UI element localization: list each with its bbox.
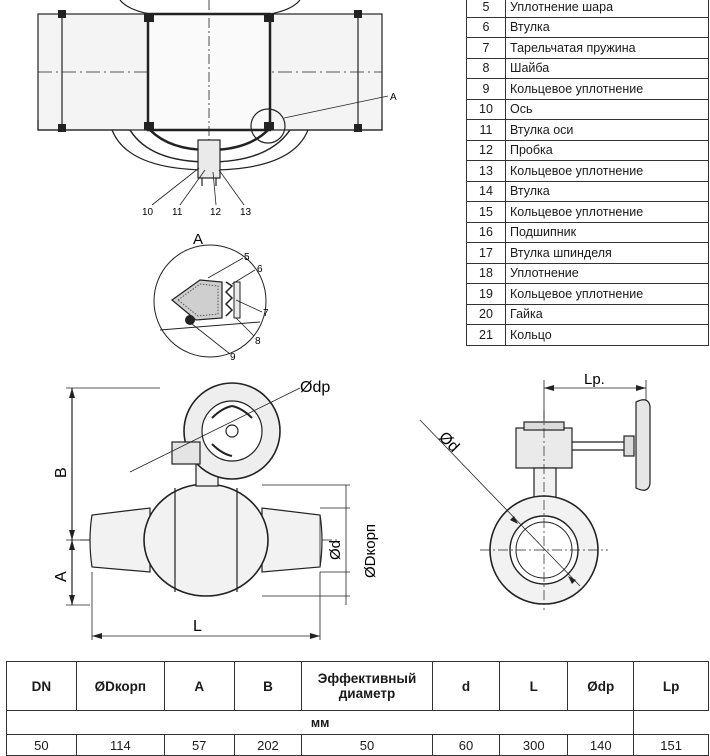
- dims-data-cell: 50: [301, 734, 433, 756]
- dim-A-label: A: [53, 571, 70, 582]
- part-number: 20: [466, 303, 506, 325]
- part-name: Уплотнение шара: [505, 0, 709, 18]
- part-number: 11: [466, 119, 506, 141]
- part-name: Кольцо: [505, 324, 709, 346]
- dim-d-side-label: Ød: [435, 429, 462, 456]
- dims-data-cell: 114: [75, 734, 165, 756]
- dims-data-cell: 50: [6, 734, 77, 756]
- part-number: 9: [466, 78, 506, 100]
- dims-header-cell: DN: [6, 661, 77, 711]
- part-number: 19: [466, 283, 506, 305]
- part-number: 12: [466, 139, 506, 161]
- part-name: Гайка: [505, 303, 709, 325]
- dims-header-cell: A: [163, 661, 235, 711]
- part-number: 14: [466, 180, 506, 202]
- part-number: 5: [466, 0, 506, 18]
- dims-data-cell: 60: [431, 734, 501, 756]
- dim-Dkorp-label: ØDкорп: [362, 524, 379, 578]
- dim-B-label: B: [53, 467, 70, 478]
- callout-12: 12: [210, 207, 222, 218]
- part-name: Пробка: [505, 139, 709, 161]
- part-name: Кольцевое уплотнение: [505, 160, 709, 182]
- part-number: 16: [466, 221, 506, 243]
- part-number: 21: [466, 324, 506, 346]
- part-number: 7: [466, 37, 506, 59]
- callout-10: 10: [142, 207, 154, 218]
- part-name: Тарельчатая пружина: [505, 37, 709, 59]
- part-name: Ось: [505, 98, 709, 120]
- dims-units-row: мм: [5, 710, 709, 735]
- part-name: Подшипник: [505, 221, 709, 243]
- detail-callout-6: 6: [257, 264, 263, 275]
- dims-data-cell: 202: [233, 734, 303, 756]
- dims-header-cell: Ødp: [567, 661, 635, 711]
- part-name: Шайба: [505, 57, 709, 79]
- dim-dp-label: Ødp: [300, 379, 330, 396]
- valve-front-view: Ødp B A Ød ØDкорп L: [53, 379, 379, 640]
- dims-header-cell: ØDкорп: [75, 661, 165, 711]
- dims-header-cell: Эффективный диаметр: [301, 661, 433, 711]
- part-name: Втулка: [505, 180, 709, 202]
- detail-callout-9: 9: [230, 352, 236, 360]
- dim-Lp-label: Lp.: [584, 371, 605, 388]
- callout-13: 13: [240, 207, 252, 218]
- dims-header-cell: L: [499, 661, 569, 711]
- part-number: 6: [466, 16, 506, 38]
- part-name: Втулка: [505, 16, 709, 38]
- dims-data-cell: 57: [163, 734, 235, 756]
- valve-side-view: Lp. Ød: [419, 371, 651, 610]
- detail-a-title: A: [193, 231, 203, 248]
- dims-header-cell: Lp: [633, 661, 709, 711]
- detail-callout-5: 5: [244, 252, 250, 263]
- part-name: Кольцевое уплотнение: [505, 201, 709, 223]
- valve-section-drawing: A 10 11 12 13 A 5 6 7 8 9: [37, 0, 397, 360]
- section-marker-label: A: [390, 92, 397, 103]
- dims-data-cell: 300: [499, 734, 569, 756]
- part-number: 8: [466, 57, 506, 79]
- detail-callout-7: 7: [263, 308, 269, 319]
- dims-header-cell: d: [431, 661, 501, 711]
- dims-units-cell: мм: [5, 710, 635, 735]
- dim-L-label: L: [193, 618, 202, 635]
- dims-data-cell: 151: [633, 734, 709, 756]
- detail-a-view: 5 6 7 8 9: [153, 244, 269, 360]
- part-name: Уплотнение: [505, 262, 709, 284]
- dims-header-cell: B: [233, 661, 303, 711]
- part-number: 10: [466, 98, 506, 120]
- part-number: 13: [466, 160, 506, 182]
- detail-callout-8: 8: [255, 336, 261, 347]
- part-number: 18: [466, 262, 506, 284]
- part-number: 17: [466, 242, 506, 264]
- part-name: Втулка оси: [505, 119, 709, 141]
- part-number: 15: [466, 201, 506, 223]
- part-name: Втулка шпинделя: [505, 242, 709, 264]
- dim-d-label: Ød: [327, 540, 344, 560]
- callout-11: 11: [172, 207, 183, 218]
- dims-data-cell: 140: [567, 734, 635, 756]
- part-name: Кольцевое уплотнение: [505, 283, 709, 305]
- part-name: Кольцевое уплотнение: [505, 78, 709, 100]
